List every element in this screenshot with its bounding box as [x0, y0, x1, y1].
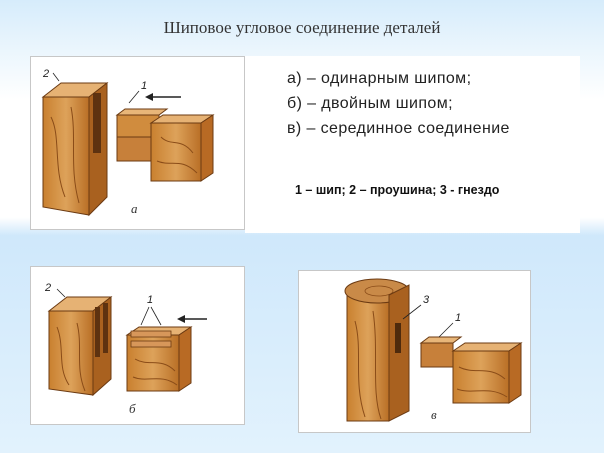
legend-line-a: а) – одинарным шипом; — [287, 70, 472, 87]
legend-line-b: б) – двойным шипом; — [287, 95, 453, 112]
label-2-slot: 2 — [44, 282, 51, 294]
label-1-tenon: 1 — [141, 80, 147, 92]
label-1-tenon: 1 — [455, 312, 461, 324]
panel-letter-v: в — [431, 407, 437, 422]
middle-joint-illustration: 3 1 в — [344, 278, 523, 422]
panel-middle-joint: 3 1 в — [298, 270, 531, 433]
double-tenon-illustration: 2 1 б — [44, 282, 207, 416]
panel-double-tenon: 2 1 б — [30, 266, 245, 425]
label-1-tenon: 1 — [147, 294, 153, 306]
slide-title: Шиповое угловое соединение деталей — [163, 18, 441, 37]
single-tenon-illustration: 2 1 а — [41, 68, 215, 217]
panel-letter-b: б — [129, 401, 136, 416]
label-3-mortise: 3 — [423, 294, 430, 306]
panel-single-tenon: 2 1 а — [30, 56, 245, 230]
panel-letter-a: а — [131, 201, 138, 216]
legend-line-v: в) – серединное соединение — [287, 120, 510, 137]
legend-note: 1 – шип; 2 – проушина; 3 - гнездо — [295, 183, 500, 197]
legend-box: а) – одинарным шипом; б) – двойным шипом… — [245, 56, 580, 233]
label-2-slot: 2 — [42, 68, 49, 80]
